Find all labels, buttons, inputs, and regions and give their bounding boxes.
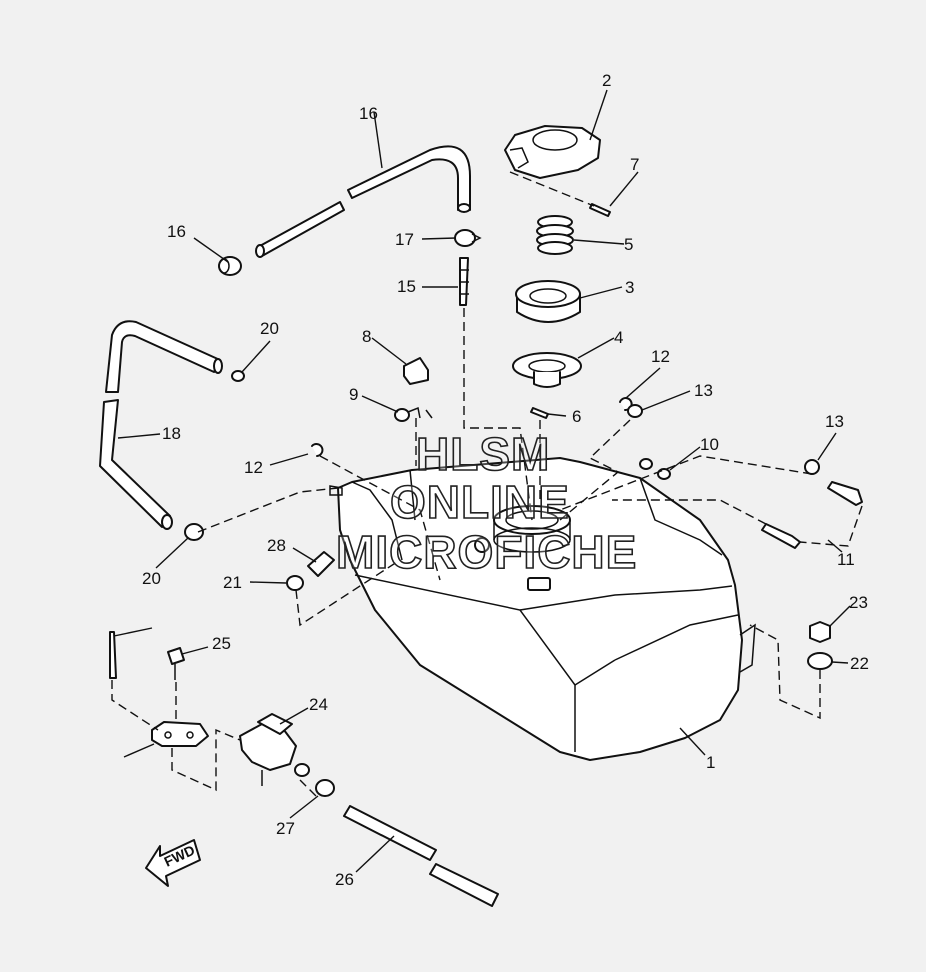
callout-20-b: 22	[850, 654, 869, 673]
callout-3: 3	[625, 278, 634, 297]
callout-7: 7	[630, 155, 639, 174]
callout-13: 13	[694, 381, 713, 400]
callout-4: 4	[614, 328, 623, 347]
callout-16-b: 17	[395, 230, 414, 249]
fuel-tank	[329, 457, 756, 761]
small-pin	[530, 407, 549, 419]
filler-cap	[504, 125, 601, 179]
leader-lines	[113, 89, 851, 873]
callout-2: 2	[602, 71, 611, 90]
watermark-line-2: ONLINE	[390, 476, 570, 528]
pin	[589, 203, 611, 217]
filler-flange	[512, 352, 582, 388]
bolt-26	[307, 551, 335, 577]
callout-24: 26	[335, 870, 354, 889]
watermark-line-1: HLSM	[416, 428, 550, 480]
nut	[809, 621, 831, 643]
washer-20	[286, 575, 833, 670]
grommet-13	[627, 404, 820, 475]
spring	[536, 215, 574, 255]
clip	[231, 370, 245, 382]
forward-arrow-icon: FWD	[145, 839, 201, 887]
callout-21: 23	[849, 593, 868, 612]
breather-hose-upper	[255, 145, 471, 258]
callout-18: 20	[260, 319, 279, 338]
callout-19: 20	[142, 569, 161, 588]
callout-15: 16	[359, 104, 378, 123]
callout-13-b: 13	[825, 412, 844, 431]
fuel-cock	[239, 713, 310, 786]
breather-hose-lower	[99, 320, 223, 530]
spring-clip	[639, 458, 671, 480]
joint-pipe	[459, 257, 469, 306]
assembly-lines	[111, 171, 863, 797]
callout-23: 25	[212, 634, 231, 653]
bracket	[151, 721, 209, 747]
bolt-11	[761, 481, 863, 549]
callout-10: 10	[700, 435, 719, 454]
callout-numbers: 2 7 5 3 4 6 16 16 17 15 8 9 10 12 13 13 …	[142, 71, 869, 889]
cotter-pin	[109, 631, 117, 679]
fuel-hose	[343, 805, 499, 907]
damper	[403, 357, 429, 385]
callout-14: 15	[397, 277, 416, 296]
watermark: HLSM ONLINE MICROFICHE	[335, 427, 637, 579]
hose-clamp-lower	[184, 523, 204, 541]
callout-11: 11	[837, 550, 855, 569]
seal-ring	[515, 280, 581, 323]
callout-5: 5	[624, 235, 633, 254]
callout-1: 1	[706, 753, 715, 772]
callout-25: 27	[276, 819, 295, 838]
callout-17: 18	[162, 424, 181, 443]
callout-12-b: 12	[244, 458, 263, 477]
screw-23	[167, 647, 185, 680]
callout-26: 28	[267, 536, 286, 555]
callout-6: 6	[572, 407, 581, 426]
callout-22: 24	[309, 695, 328, 714]
callout-9: 9	[349, 385, 358, 404]
callout-20: 21	[223, 573, 242, 592]
clip-9	[394, 406, 433, 422]
callout-16: 16	[167, 222, 186, 241]
hose-clamp-25	[315, 779, 335, 797]
callout-12: 12	[651, 347, 670, 366]
callout-8: 8	[362, 327, 371, 346]
watermark-line-3: MICROFICHE	[336, 526, 637, 578]
